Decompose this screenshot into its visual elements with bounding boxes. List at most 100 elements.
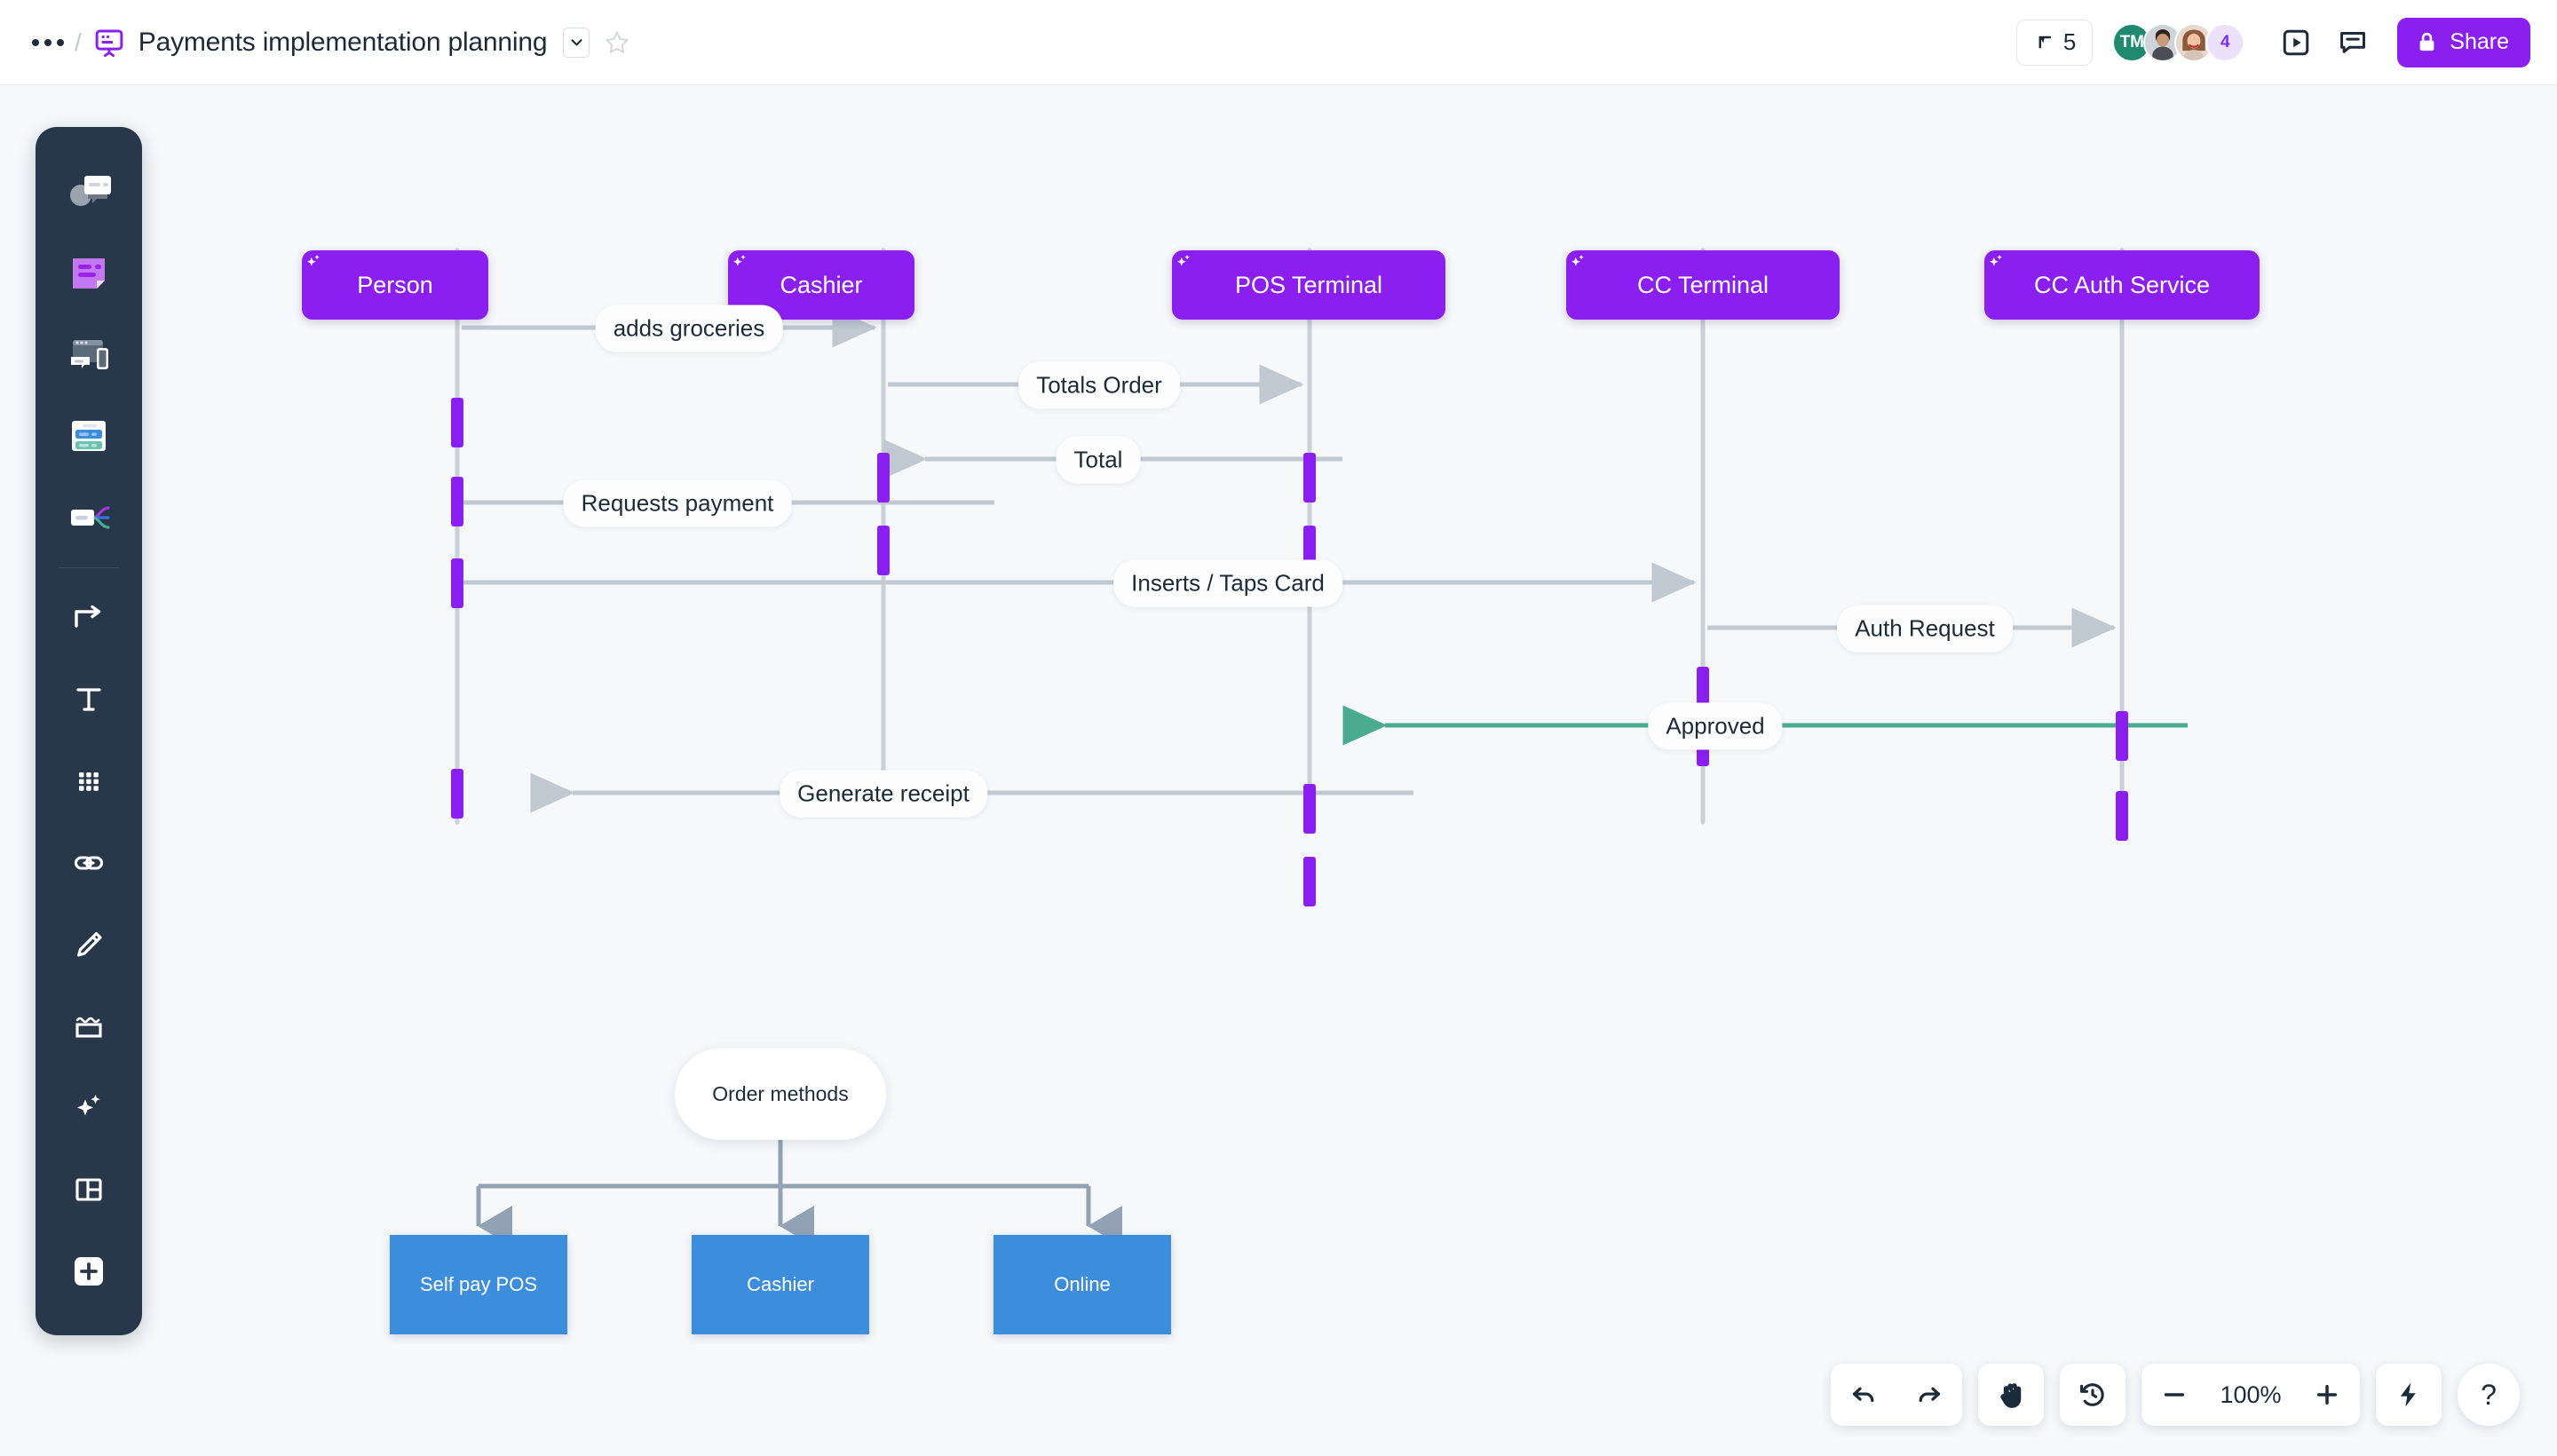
message-label-auth-request[interactable]: Auth Request: [1837, 605, 2013, 653]
tool-ai[interactable]: [36, 1067, 142, 1149]
sparkle-icon: [1571, 254, 1584, 266]
star-icon: [606, 30, 629, 53]
message-label-totals-order[interactable]: Totals Order: [1018, 361, 1180, 409]
undo-redo-group: [1831, 1364, 1962, 1426]
zoom-in-button[interactable]: [2294, 1364, 2360, 1426]
participant-pos-terminal[interactable]: POS Terminal: [1172, 250, 1445, 320]
message-label-inserts-taps-card[interactable]: Inserts / Taps Card: [1113, 559, 1342, 607]
version-history-button[interactable]: [2060, 1364, 2126, 1426]
sticky-note-icon: [73, 258, 105, 289]
pencil-icon: [77, 931, 102, 957]
pan-tool-group: [1978, 1364, 2044, 1426]
help-button[interactable]: ?: [2458, 1364, 2520, 1426]
participant-label: CC Auth Service: [2033, 271, 2211, 298]
activation-person: [451, 477, 463, 526]
plus-square-icon: [75, 1257, 103, 1286]
tool-link[interactable]: [36, 822, 142, 904]
sparkle-icon: [306, 254, 320, 266]
share-button[interactable]: Share: [2397, 17, 2530, 67]
lock-icon: [2419, 32, 2434, 51]
participant-label: POS Terminal: [1234, 271, 1383, 298]
participant-cc-auth-service[interactable]: CC Auth Service: [1984, 250, 2260, 320]
collaborator-avatars: TM 4: [2112, 22, 2245, 62]
sparkle-icon: [1989, 254, 2002, 266]
redo-button[interactable]: [1896, 1364, 1962, 1426]
tool-pen[interactable]: [36, 904, 142, 985]
sparkle-icon: [1176, 254, 1190, 266]
tool-frame[interactable]: [36, 985, 142, 1067]
help-label: ?: [2481, 1378, 2497, 1411]
tool-add[interactable]: [36, 1230, 142, 1312]
flowchart-node-label: Self pay POS: [419, 1273, 538, 1295]
undo-button[interactable]: [1831, 1364, 1896, 1426]
tool-mindmap[interactable]: [36, 477, 142, 558]
participant-label: CC Terminal: [1636, 271, 1769, 298]
tool-sticky-note[interactable]: [36, 232, 142, 313]
header-left-group: / Payments implementation planning: [0, 21, 630, 64]
ellipsis-menu-button[interactable]: [27, 21, 69, 64]
avatar-overflow-count[interactable]: 4: [2205, 22, 2245, 62]
title-dropdown-button[interactable]: [563, 27, 590, 58]
activation-person: [451, 769, 463, 819]
activation-pos: [1303, 857, 1316, 906]
redo-arrow-icon: [1919, 1387, 1941, 1403]
activation-ccauth: [2116, 791, 2128, 841]
flowchart-node-self-pay-pos[interactable]: Self pay POS: [390, 1235, 567, 1334]
hand-pan-button[interactable]: [1978, 1364, 2044, 1426]
zoom-level-label[interactable]: 100%: [2220, 1381, 2282, 1408]
header-right-group: 5 TM: [2015, 17, 2557, 67]
text-T-icon: [76, 688, 101, 711]
sparkle-icon: [732, 254, 746, 266]
quick-actions-group: [2376, 1364, 2442, 1426]
activation-ccauth: [2116, 711, 2128, 761]
chevron-down-icon: [571, 39, 582, 46]
app-header: / Payments implementation planning: [0, 0, 2557, 85]
chat-bubble-card-icon: [70, 176, 111, 206]
zoom-out-button[interactable]: [2141, 1364, 2207, 1426]
comment-button[interactable]: [2328, 18, 2378, 67]
tool-shapes[interactable]: [36, 740, 142, 822]
tool-layout[interactable]: [36, 1149, 142, 1230]
present-button[interactable]: [2271, 18, 2321, 67]
plus-icon: [2316, 1384, 2338, 1405]
message-label-total[interactable]: Total: [1056, 436, 1141, 484]
flowchart-root-node[interactable]: Order methods: [675, 1048, 886, 1140]
participant-cc-terminal[interactable]: CC Terminal: [1566, 250, 1840, 320]
message-label-adds-groceries[interactable]: adds groceries: [595, 305, 783, 352]
clock-history-icon: [2079, 1383, 2104, 1406]
lightning-button[interactable]: [2376, 1364, 2442, 1426]
message-label-approved[interactable]: Approved: [1648, 702, 1783, 750]
flowchart-node-online[interactable]: Online: [994, 1235, 1171, 1334]
message-label-requests-payment[interactable]: Requests payment: [563, 479, 792, 527]
help-group: ?: [2458, 1364, 2520, 1426]
grid-dots-icon: [79, 772, 99, 791]
message-label-generate-receipt[interactable]: Generate receipt: [780, 770, 987, 818]
tool-wireframe[interactable]: [36, 313, 142, 395]
breadcrumb-separator: /: [75, 28, 82, 56]
flowchart-node-label: Online: [1054, 1273, 1111, 1295]
history-group: [2060, 1364, 2126, 1426]
minus-icon: [2164, 1393, 2185, 1397]
cursor-arrow-icon: [2038, 36, 2052, 48]
lightning-bolt-icon: [2400, 1382, 2416, 1407]
flowchart-node-cashier[interactable]: Cashier: [692, 1235, 869, 1334]
activation-bars: [451, 398, 2128, 906]
participant-label: Cashier: [780, 271, 863, 298]
whiteboard-canvas[interactable]: Person Cashier POS Terminal CC Terminal …: [0, 85, 2557, 1456]
activation-cashier: [877, 453, 890, 502]
zoom-group: 100%: [2141, 1364, 2360, 1426]
left-toolbar: [36, 127, 142, 1335]
participant-person[interactable]: Person: [302, 250, 488, 320]
activation-pos: [1303, 784, 1316, 834]
tool-connector[interactable]: [36, 577, 142, 659]
template-rows-icon: [72, 421, 106, 451]
tool-sticky-chat[interactable]: [36, 150, 142, 232]
favorite-star-button[interactable]: [604, 29, 630, 56]
wireframe-device-icon: [71, 340, 108, 369]
cursor-count-label: 5: [2062, 28, 2077, 55]
tool-text[interactable]: [36, 659, 142, 740]
cursor-count-button[interactable]: 5: [2015, 19, 2094, 66]
activation-person: [451, 398, 463, 447]
tool-template[interactable]: [36, 395, 142, 477]
link-chain-icon: [74, 856, 104, 870]
